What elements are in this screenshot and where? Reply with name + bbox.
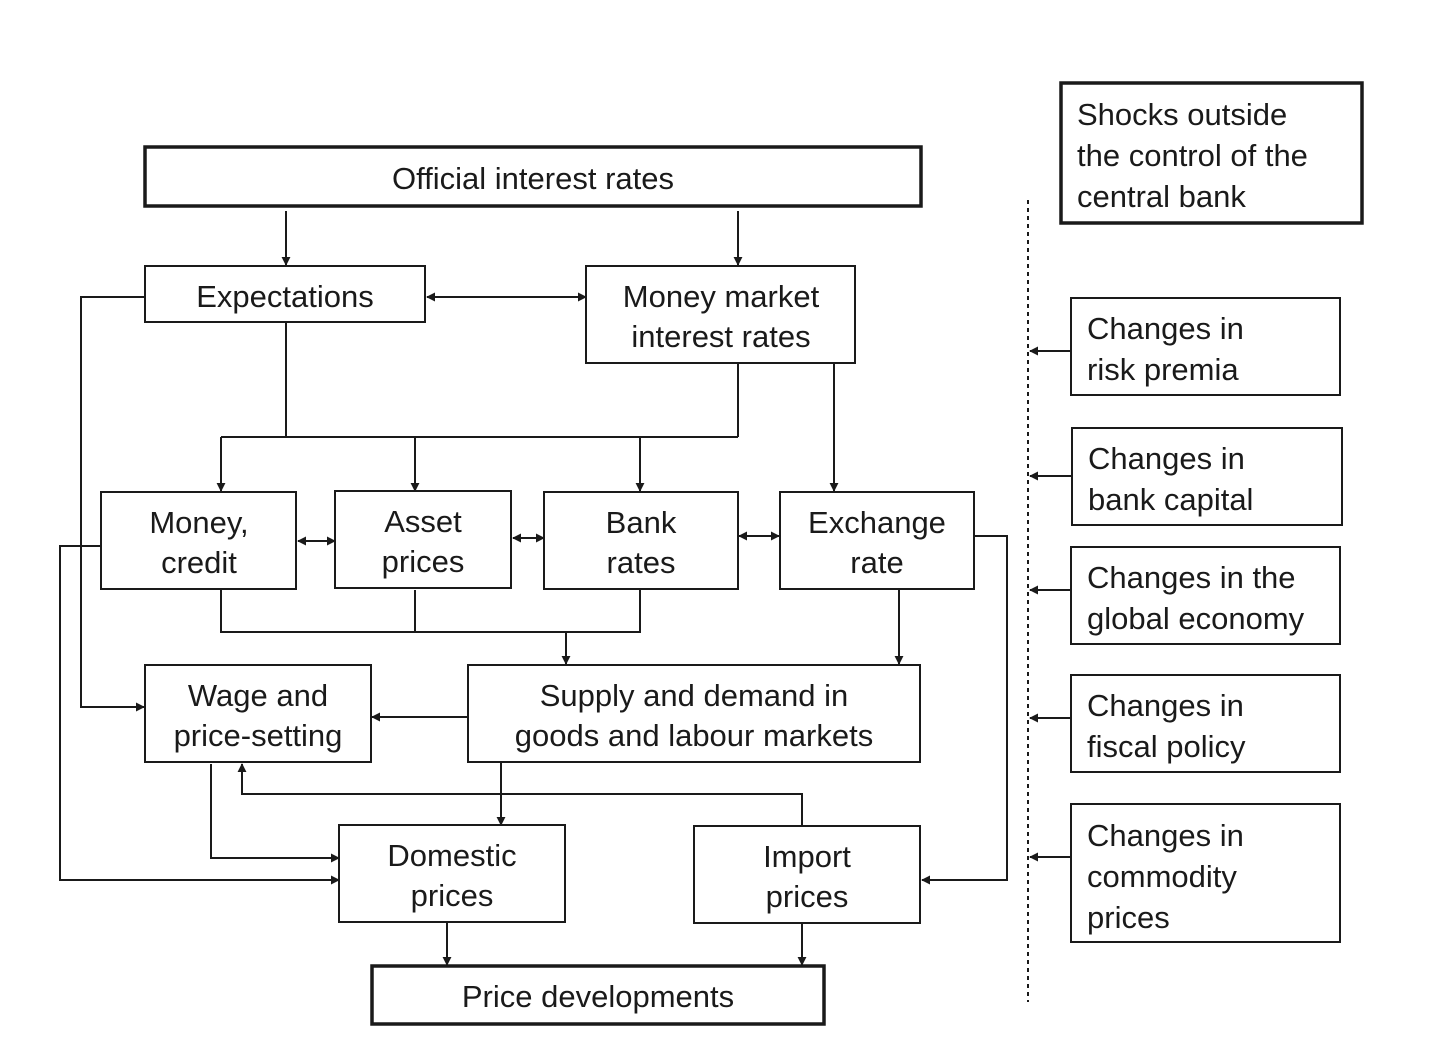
- node-price-developments-label: Price developments: [462, 979, 734, 1014]
- edge-exchange-to-import: [921, 535, 1008, 885]
- edge-money-credit-to-domestic: [59, 545, 340, 885]
- connectors: [59, 200, 1072, 1002]
- edge-import-to-wage: [237, 763, 803, 825]
- edge-expectations-to-wage: [80, 296, 145, 712]
- edge-row2-collector: [220, 590, 641, 633]
- node-money-credit-label: Money,credit: [149, 505, 248, 580]
- edge-wage-to-domestic: [210, 764, 340, 863]
- node-official-interest-rates-label: Official interest rates: [392, 161, 674, 196]
- node-expectations: Expectations: [144, 265, 426, 323]
- node-price-developments: Price developments: [370, 964, 826, 1026]
- node-official-interest-rates: Official interest rates: [143, 145, 923, 208]
- node-money-credit: Money,credit: [100, 491, 297, 590]
- node-expectations-label: Expectations: [196, 279, 374, 314]
